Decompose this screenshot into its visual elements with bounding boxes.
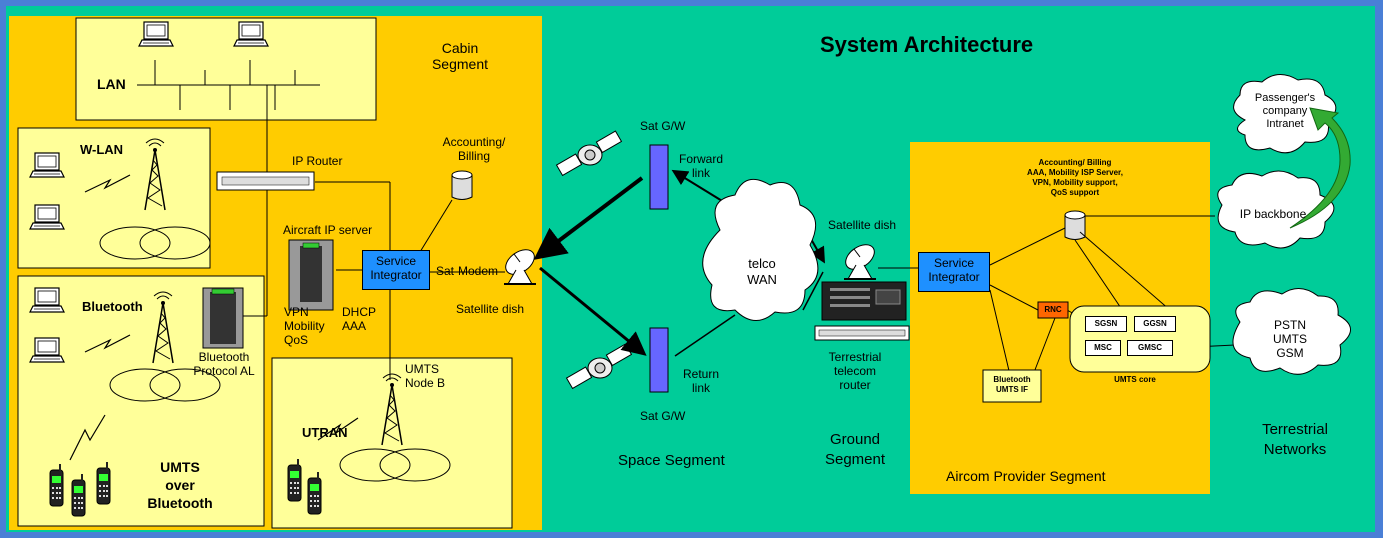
laptop-icon xyxy=(29,152,65,178)
sat-gateway-bottom xyxy=(649,327,669,393)
rnc-label: RNC xyxy=(1044,305,1062,314)
mobile-phone-icon xyxy=(96,461,111,505)
server-icon xyxy=(288,239,334,311)
laptop-icon xyxy=(138,21,174,47)
gmsc-node: GMSC xyxy=(1127,340,1173,356)
wlan-box xyxy=(17,127,211,269)
radio-links xyxy=(69,174,359,461)
wlan-label: W-LAN xyxy=(80,142,124,157)
utran-label: UTRAN xyxy=(302,425,348,440)
coverage-ellipses xyxy=(99,226,451,482)
ip-backbone-cloud xyxy=(1217,170,1335,249)
laptop-icon xyxy=(233,21,269,47)
sat-modem-label: Sat-Modem xyxy=(436,264,499,278)
page-title: System Architecture xyxy=(820,32,1034,57)
intranet-cloud xyxy=(1233,74,1337,154)
lan-box xyxy=(75,17,377,121)
laptop-icon xyxy=(29,287,65,313)
rnc-box xyxy=(1037,301,1069,319)
sat-gw-bottom-label: Sat G/W xyxy=(640,409,686,423)
cabin-satellite-dish-label: Satellite dish xyxy=(456,302,525,316)
lan-label: LAN xyxy=(97,76,126,92)
laptop-icon xyxy=(29,204,65,230)
msc-node: MSC xyxy=(1085,340,1121,356)
ip-backbone-label: IP backbone xyxy=(1239,207,1307,221)
terrestrial-router-icon xyxy=(814,325,910,341)
mobile-phone-icon xyxy=(287,458,302,502)
bluetooth-label: Bluetooth xyxy=(82,299,143,314)
ip-router-icon xyxy=(216,171,315,191)
bluetooth-server-icon xyxy=(202,287,244,349)
mobile-phone-icon xyxy=(49,463,64,507)
flow-arrow xyxy=(1289,107,1351,229)
database-icon xyxy=(451,170,473,200)
umts-core-label: UMTS core xyxy=(1114,375,1156,384)
ground-server-icon xyxy=(821,281,907,321)
space-segment-label: Space Segment xyxy=(618,452,725,469)
mobile-phone-icon xyxy=(307,471,322,515)
laptop-icon xyxy=(29,337,65,363)
pstn-cloud xyxy=(1232,288,1351,375)
sgsn-node: SGSN xyxy=(1085,316,1127,332)
ip-router-label: IP Router xyxy=(292,154,343,168)
ggsn-node: GGSN xyxy=(1134,316,1176,332)
accounting-billing-label: Accounting/Billing xyxy=(442,135,506,163)
ground-satellite-dish-label: Satellite dish xyxy=(828,218,897,232)
telco-wan-cloud xyxy=(702,178,819,321)
bluetooth-umts-if-box xyxy=(982,369,1042,403)
database-icon xyxy=(1064,210,1086,240)
lan-bus xyxy=(137,60,505,380)
link-lines xyxy=(533,169,1236,376)
sat-gateway-top xyxy=(649,144,669,210)
sat-gw-top-label: Sat G/W xyxy=(640,119,686,133)
aircom-provider-label: Aircom Provider Segment xyxy=(946,468,1106,484)
mobile-phone-icon xyxy=(71,473,86,517)
aircraft-ip-server-label: Aircraft IP server xyxy=(283,223,373,237)
